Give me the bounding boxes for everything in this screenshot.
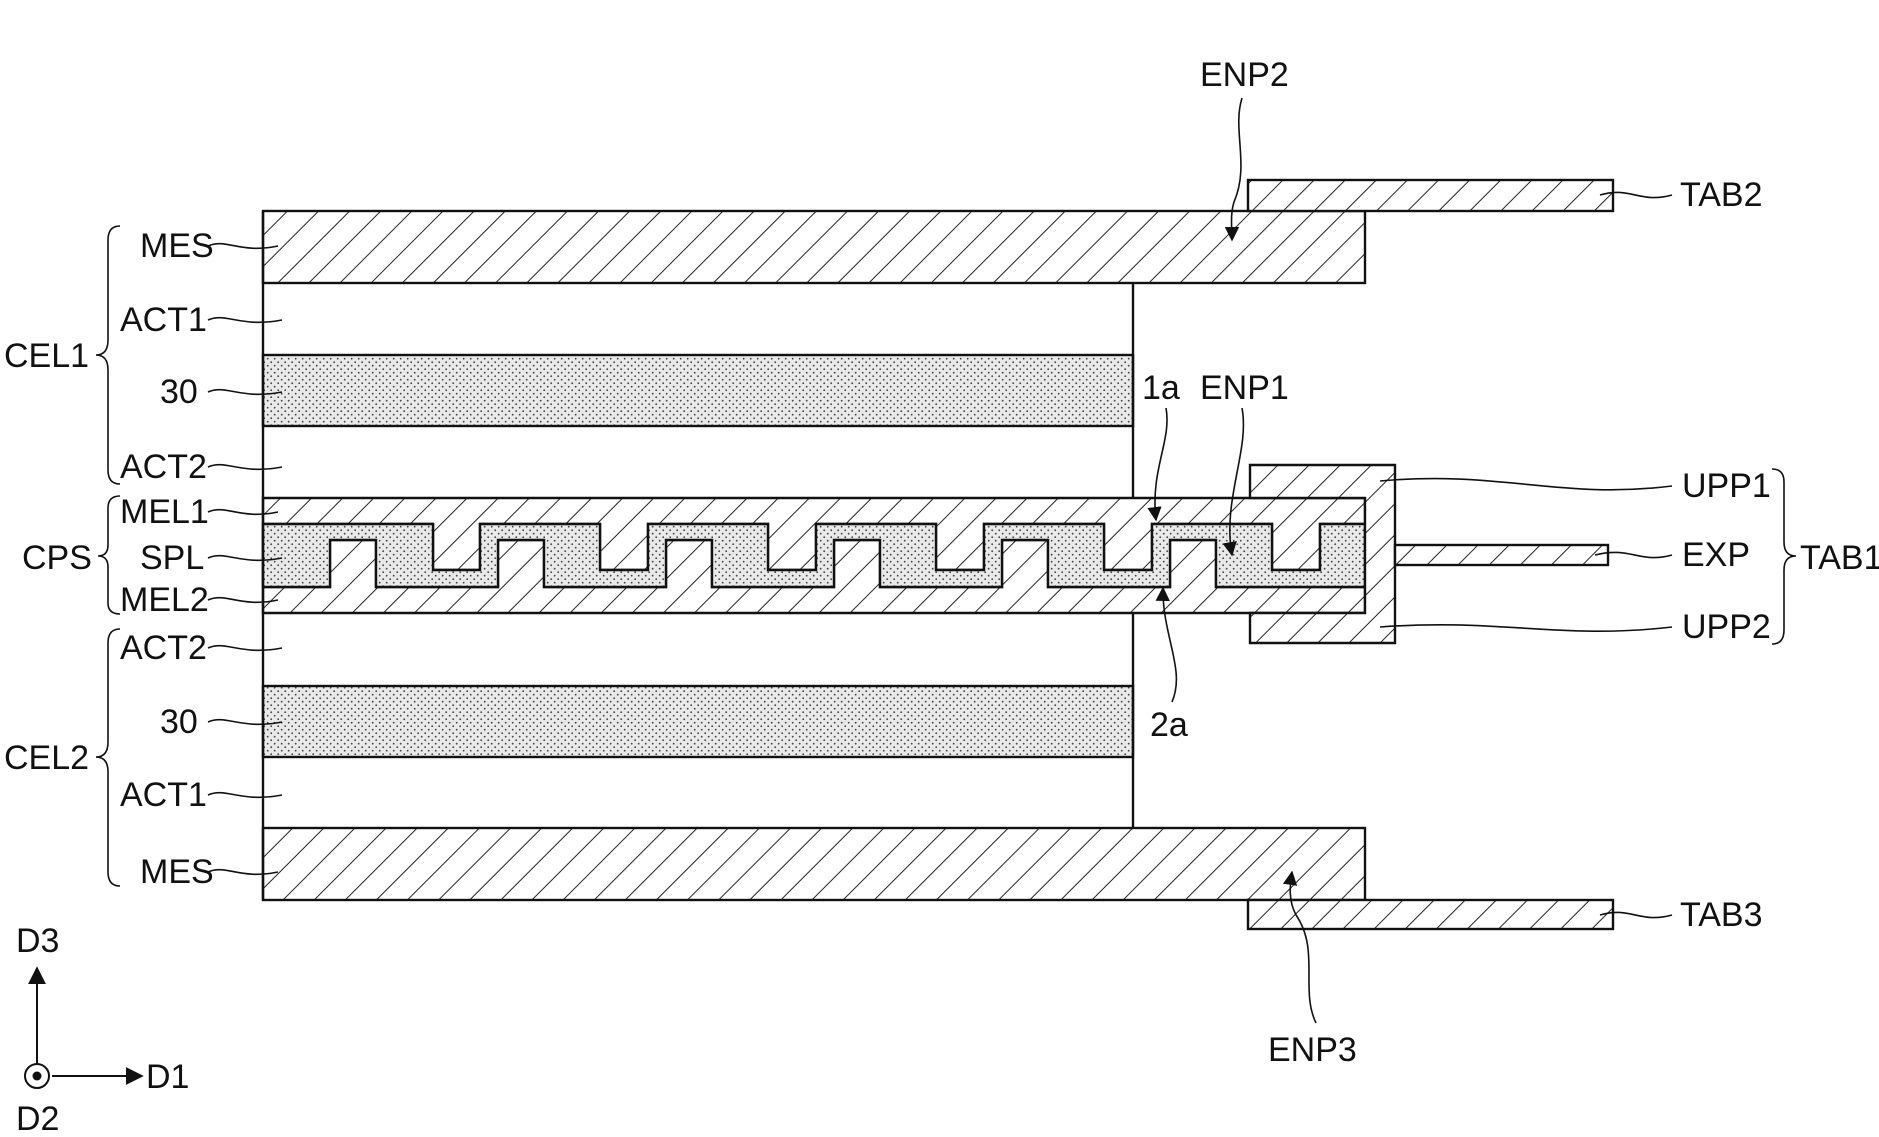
label-upp1: UPP1 [1682,467,1771,505]
label-upp2: UPP2 [1682,608,1771,646]
lower-thirty-layer [263,686,1133,757]
leader-act2-bottom [208,646,282,651]
tab1-brace [1772,469,1796,644]
label-exp: EXP [1682,536,1750,574]
label-act1-top: ACT1 [120,301,207,339]
label-one-a: 1a [1142,369,1180,407]
label-thirty-top: 30 [160,373,198,411]
label-mes-bottom: MES [140,853,214,891]
leader-upp2 [1380,625,1672,631]
cel2-brace [96,629,120,886]
axis-indicator [25,968,142,1088]
tab2-plate [1248,180,1613,211]
label-thirty-bottom: 30 [160,703,198,741]
upper-mes-layer [263,211,1365,283]
cel1-brace [96,226,120,484]
label-tab1: TAB1 [1800,539,1879,577]
label-mel1: MEL1 [120,493,209,531]
label-act2-top: ACT2 [120,448,207,486]
leader-act2-top [208,465,282,470]
tab3-plate [1248,900,1613,929]
label-mel2: MEL2 [120,581,209,619]
cell-structure [263,180,1613,929]
label-d2: D2 [16,1100,59,1137]
leader-act1-bottom [208,793,282,798]
cps-brace [98,496,120,614]
label-tab2: TAB2 [1680,176,1763,214]
label-enp3: ENP3 [1268,1031,1357,1069]
label-spl: SPL [140,539,204,577]
label-enp2: ENP2 [1200,56,1289,94]
label-d3: D3 [16,922,59,960]
label-two-a: 2a [1150,706,1188,744]
label-act2-bottom: ACT2 [120,629,207,667]
label-d1: D1 [146,1058,189,1096]
label-enp1: ENP1 [1200,369,1289,407]
label-cel1: CEL1 [4,337,89,375]
exp-tab-strip [1395,545,1608,565]
label-mes-top: MES [140,227,214,265]
leader-upp1 [1380,479,1672,490]
lower-mes-layer [263,828,1365,900]
label-cps: CPS [22,539,92,577]
leader-act1-top [208,318,282,323]
label-cel2: CEL2 [4,739,89,777]
label-act1-bottom: ACT1 [120,776,207,814]
upper-thirty-layer [263,355,1133,426]
d2-axis-dot [33,1072,42,1081]
label-tab3: TAB3 [1680,896,1763,934]
